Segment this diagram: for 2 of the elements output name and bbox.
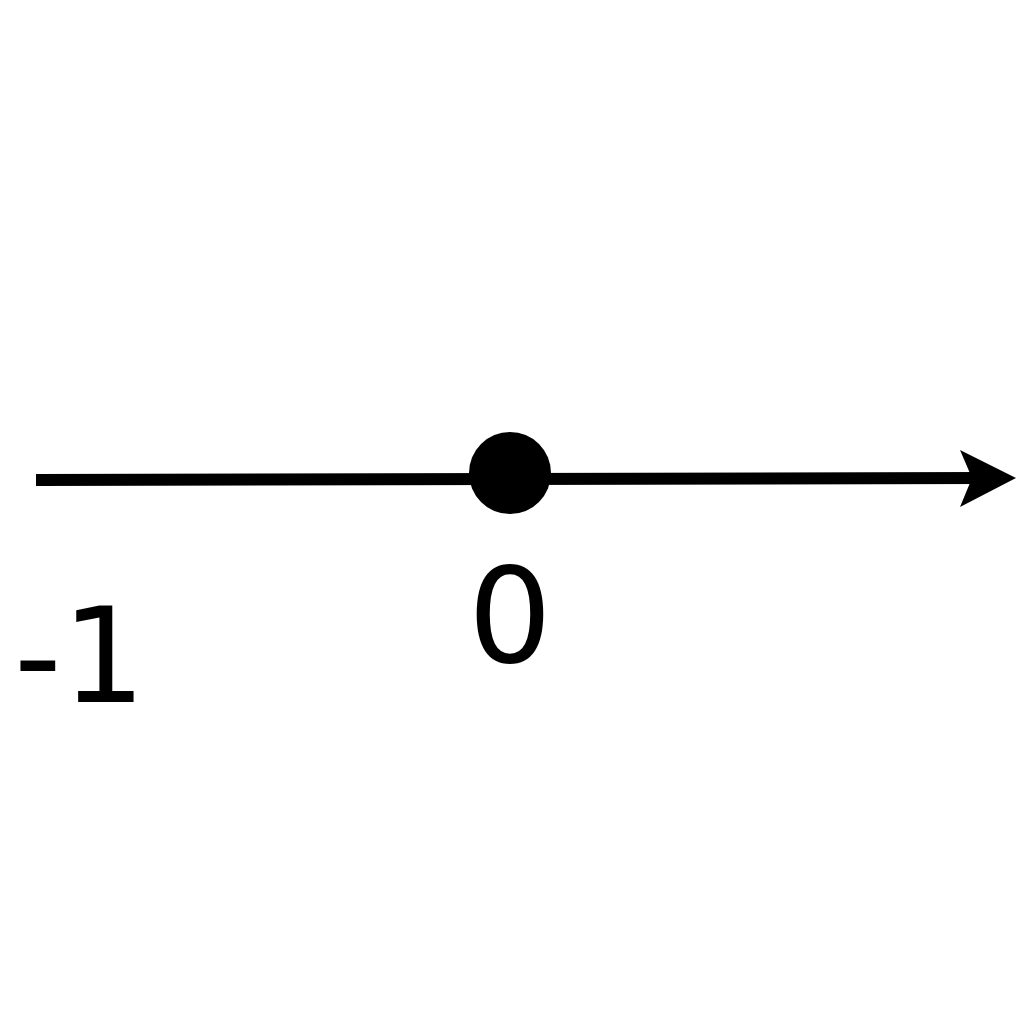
tick-label: -1	[14, 590, 146, 722]
tick-label: 0	[468, 550, 552, 682]
